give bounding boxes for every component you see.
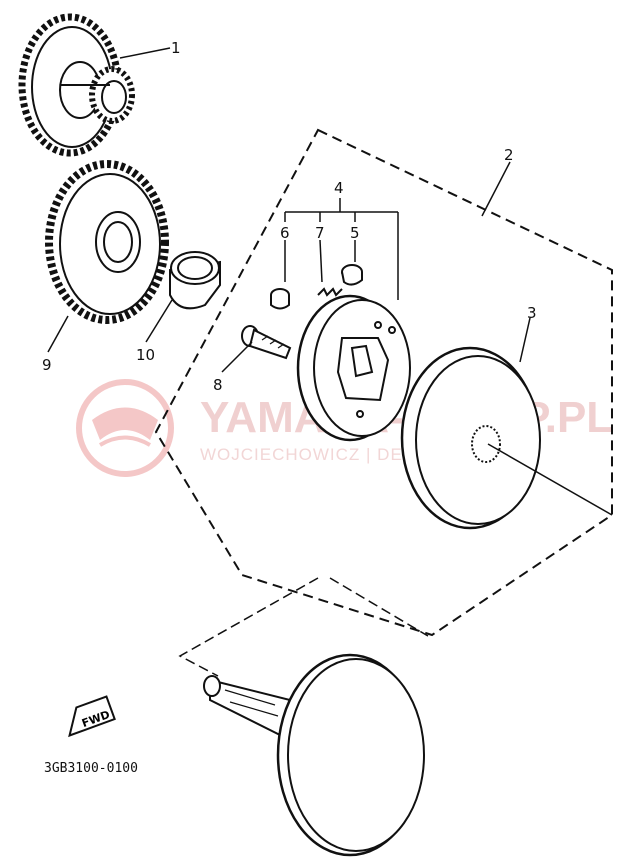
part-3-flange [400,346,541,530]
label-part-1: 1 [171,39,181,57]
shaft-centerline [487,443,613,516]
label-part-5: 5 [350,224,360,242]
leader-lines [47,47,531,373]
part-8-screw [241,325,292,360]
label-part-9: 9 [42,356,52,374]
label-part-3: 3 [527,304,537,322]
label-4-bracket [284,198,399,300]
part-10-bushing [169,251,221,310]
part-1-double-gear [18,13,135,157]
crankshaft-guide [178,577,429,677]
part-5-plunger [341,264,363,286]
drawing-code: 3GB3100-0100 [44,761,138,776]
part-7-spring [317,287,343,297]
part-6-roller [270,288,290,310]
label-part-8: 8 [213,376,223,394]
label-part-10: 10 [136,346,155,364]
watermark-logo-icon [76,379,174,477]
label-part-4: 4 [334,179,344,197]
part-9-gear [45,160,169,324]
assembly-outline [154,128,613,637]
fwd-arrow-icon: FWD [68,695,116,738]
part-2-clutch-body [296,294,411,442]
label-part-2: 2 [504,146,514,164]
label-part-6: 6 [280,224,290,242]
label-part-7: 7 [315,224,325,242]
crankshaft [203,653,425,857]
